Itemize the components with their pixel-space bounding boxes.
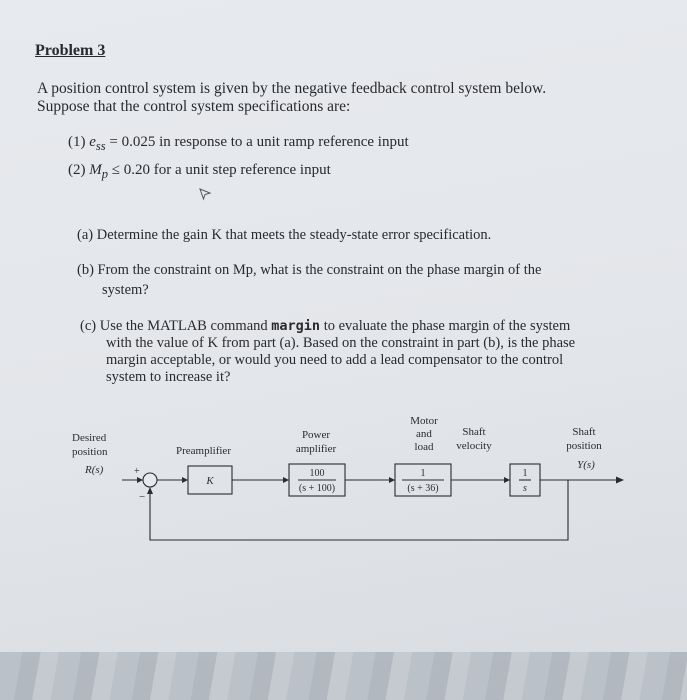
position-label-1: Shaft (572, 426, 595, 438)
motor-label-3: load (415, 441, 434, 453)
spec-2: (2) Mp ≤ 0.20 for a unit step reference … (68, 162, 331, 182)
plus-sign: + (134, 466, 140, 477)
spec-2-number: (2) (68, 162, 90, 178)
arrowhead-integrator (504, 477, 510, 483)
spec-2-subscript: p (101, 167, 108, 181)
intro-line-1: A position control system is given by th… (37, 80, 547, 97)
preamplifier-label: Preamplifier (176, 445, 231, 457)
spec-1-subscript: ss (95, 139, 106, 153)
arrowhead-power (283, 477, 289, 483)
question-c-line-4: system to increase it? (106, 369, 231, 385)
power-amp-label-1: Power (302, 429, 330, 441)
spec-2-text: ≤ 0.20 for a unit step reference input (108, 162, 331, 178)
output-label: Y(s) (577, 459, 595, 471)
power-numerator: 100 (310, 468, 325, 479)
mouse-cursor-icon (199, 188, 212, 201)
question-a: (a) Determine the gain K that meets the … (77, 227, 492, 243)
summing-junction (142, 472, 158, 488)
question-c-line-3: margin acceptable, or would you need to … (106, 352, 564, 368)
arrowhead-summer (137, 477, 143, 483)
position-label-2: position (566, 440, 602, 452)
background-floor (0, 652, 687, 700)
arrowhead-preamp (182, 477, 188, 483)
spec-1-variable: e (89, 134, 96, 150)
arrowhead-motor (389, 477, 395, 483)
question-b-line-2: system? (102, 282, 149, 298)
question-c-line-2: with the value of K from part (a). Based… (106, 335, 576, 351)
arrowhead-output (616, 476, 624, 484)
velocity-label-1: Shaft (462, 426, 485, 438)
input-label: R(s) (84, 464, 104, 476)
power-amp-label-2: amplifier (296, 443, 337, 455)
arrowhead-feedback (147, 487, 153, 494)
power-denominator: (s + 100) (299, 483, 335, 494)
matlab-command: margin (271, 318, 321, 334)
spec-1-text: = 0.025 in response to a unit ramp refer… (105, 134, 409, 150)
problem-title: Problem 3 (35, 42, 106, 59)
motor-label-1: Motor (410, 415, 438, 427)
spec-2-variable: M (89, 162, 102, 178)
velocity-label-2: velocity (456, 440, 492, 452)
question-c-line-1: (c) Use the MATLAB command margin to eva… (80, 318, 570, 335)
desired-label-1: Desired (72, 432, 107, 444)
question-b-line-1: (b) From the constraint on Mp, what is t… (77, 262, 542, 278)
spec-1: (1) ess = 0.025 in response to a unit ra… (68, 134, 409, 154)
minus-sign: − (139, 491, 145, 503)
feedback-path (149, 480, 569, 541)
integrator-denominator: s (523, 483, 527, 494)
block-diagram: Desired position R(s) Preamplifier Power… (72, 415, 624, 541)
preamp-gain: K (205, 475, 214, 487)
motor-denominator: (s + 36) (407, 483, 438, 494)
motor-numerator: 1 (421, 468, 426, 479)
question-c-pre: (c) Use the MATLAB command (80, 318, 272, 334)
paper-sheet (0, 0, 687, 660)
question-c-post: to evaluate the phase margin of the syst… (320, 318, 571, 334)
desired-label-2: position (72, 446, 108, 458)
integrator-numerator: 1 (523, 468, 528, 479)
intro-line-2: Suppose that the control system specific… (37, 98, 351, 115)
spec-1-number: (1) (68, 134, 90, 150)
motor-label-2: and (416, 428, 432, 440)
